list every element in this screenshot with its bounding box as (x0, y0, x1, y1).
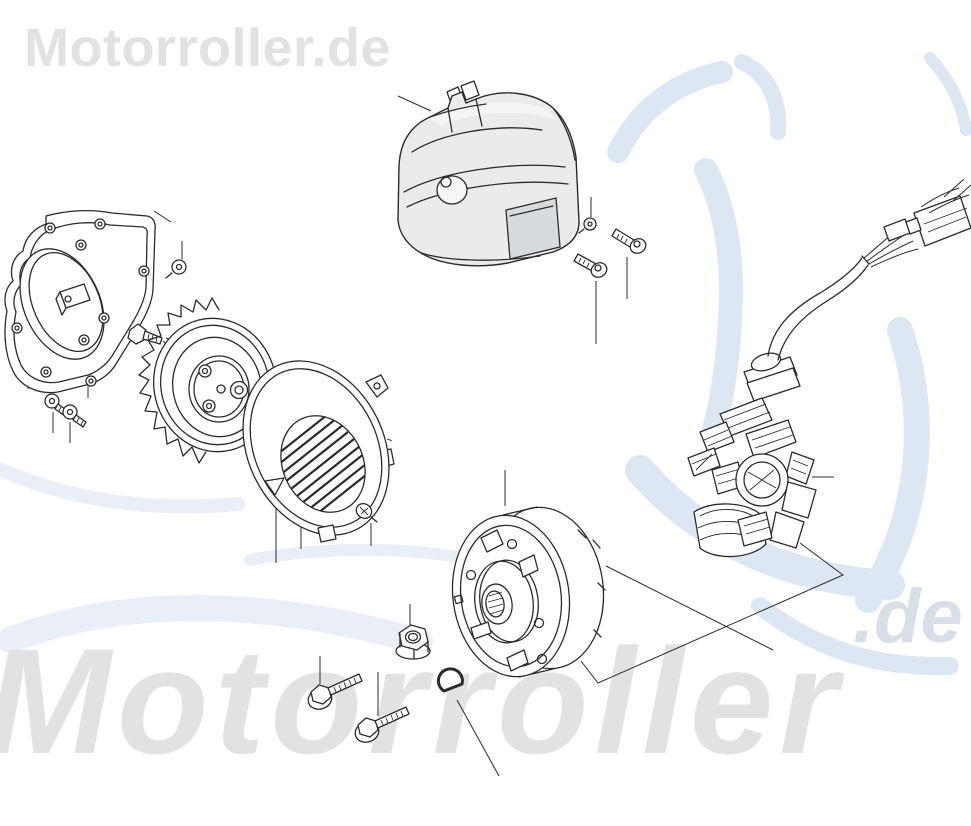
woodruff-key-part (436, 667, 464, 693)
watermark-top-text: Motorroller.de (24, 18, 391, 78)
flywheel-rotor-part (451, 506, 606, 678)
flange-nut-part (395, 624, 431, 660)
plate-bolt-holes (11, 218, 150, 387)
shroud-bolt-lower (573, 253, 608, 278)
shroud-bolt-upper (611, 228, 647, 254)
rotor-holes (453, 538, 548, 665)
hex-flange-bolt-2 (354, 706, 410, 743)
fan-mount-bolt (127, 323, 163, 345)
watermark-de-label: .de (853, 574, 963, 659)
leader-plate-top (153, 210, 172, 223)
leader-stator-rotor-link (580, 542, 844, 684)
leader-woodruff-key (456, 699, 500, 777)
grille-louvers (268, 410, 377, 518)
plate-screw-right (165, 259, 187, 279)
harness-connector (913, 195, 971, 247)
rotor-slots (470, 529, 539, 672)
air-shroud-part (397, 80, 580, 267)
watermark-de-text: .de (853, 574, 963, 659)
wiring-harness-part (767, 178, 971, 361)
hex-flange-bolt-1 (307, 673, 363, 710)
cover-clip-tab (264, 477, 285, 496)
watermark-swoosh-left (0, 463, 476, 655)
leader-rotor-cross (605, 565, 774, 651)
watermark-top-label: Motorroller.de (24, 18, 391, 78)
stator-coil-part (687, 352, 817, 558)
fan-cover-grille-part (242, 360, 395, 543)
plate-screw-bottom-2 (62, 404, 87, 428)
leader-air-shroud (397, 95, 432, 112)
shroud-screw-small (578, 217, 597, 234)
cover-screw (355, 503, 378, 523)
backing-plate-part (4, 209, 156, 394)
